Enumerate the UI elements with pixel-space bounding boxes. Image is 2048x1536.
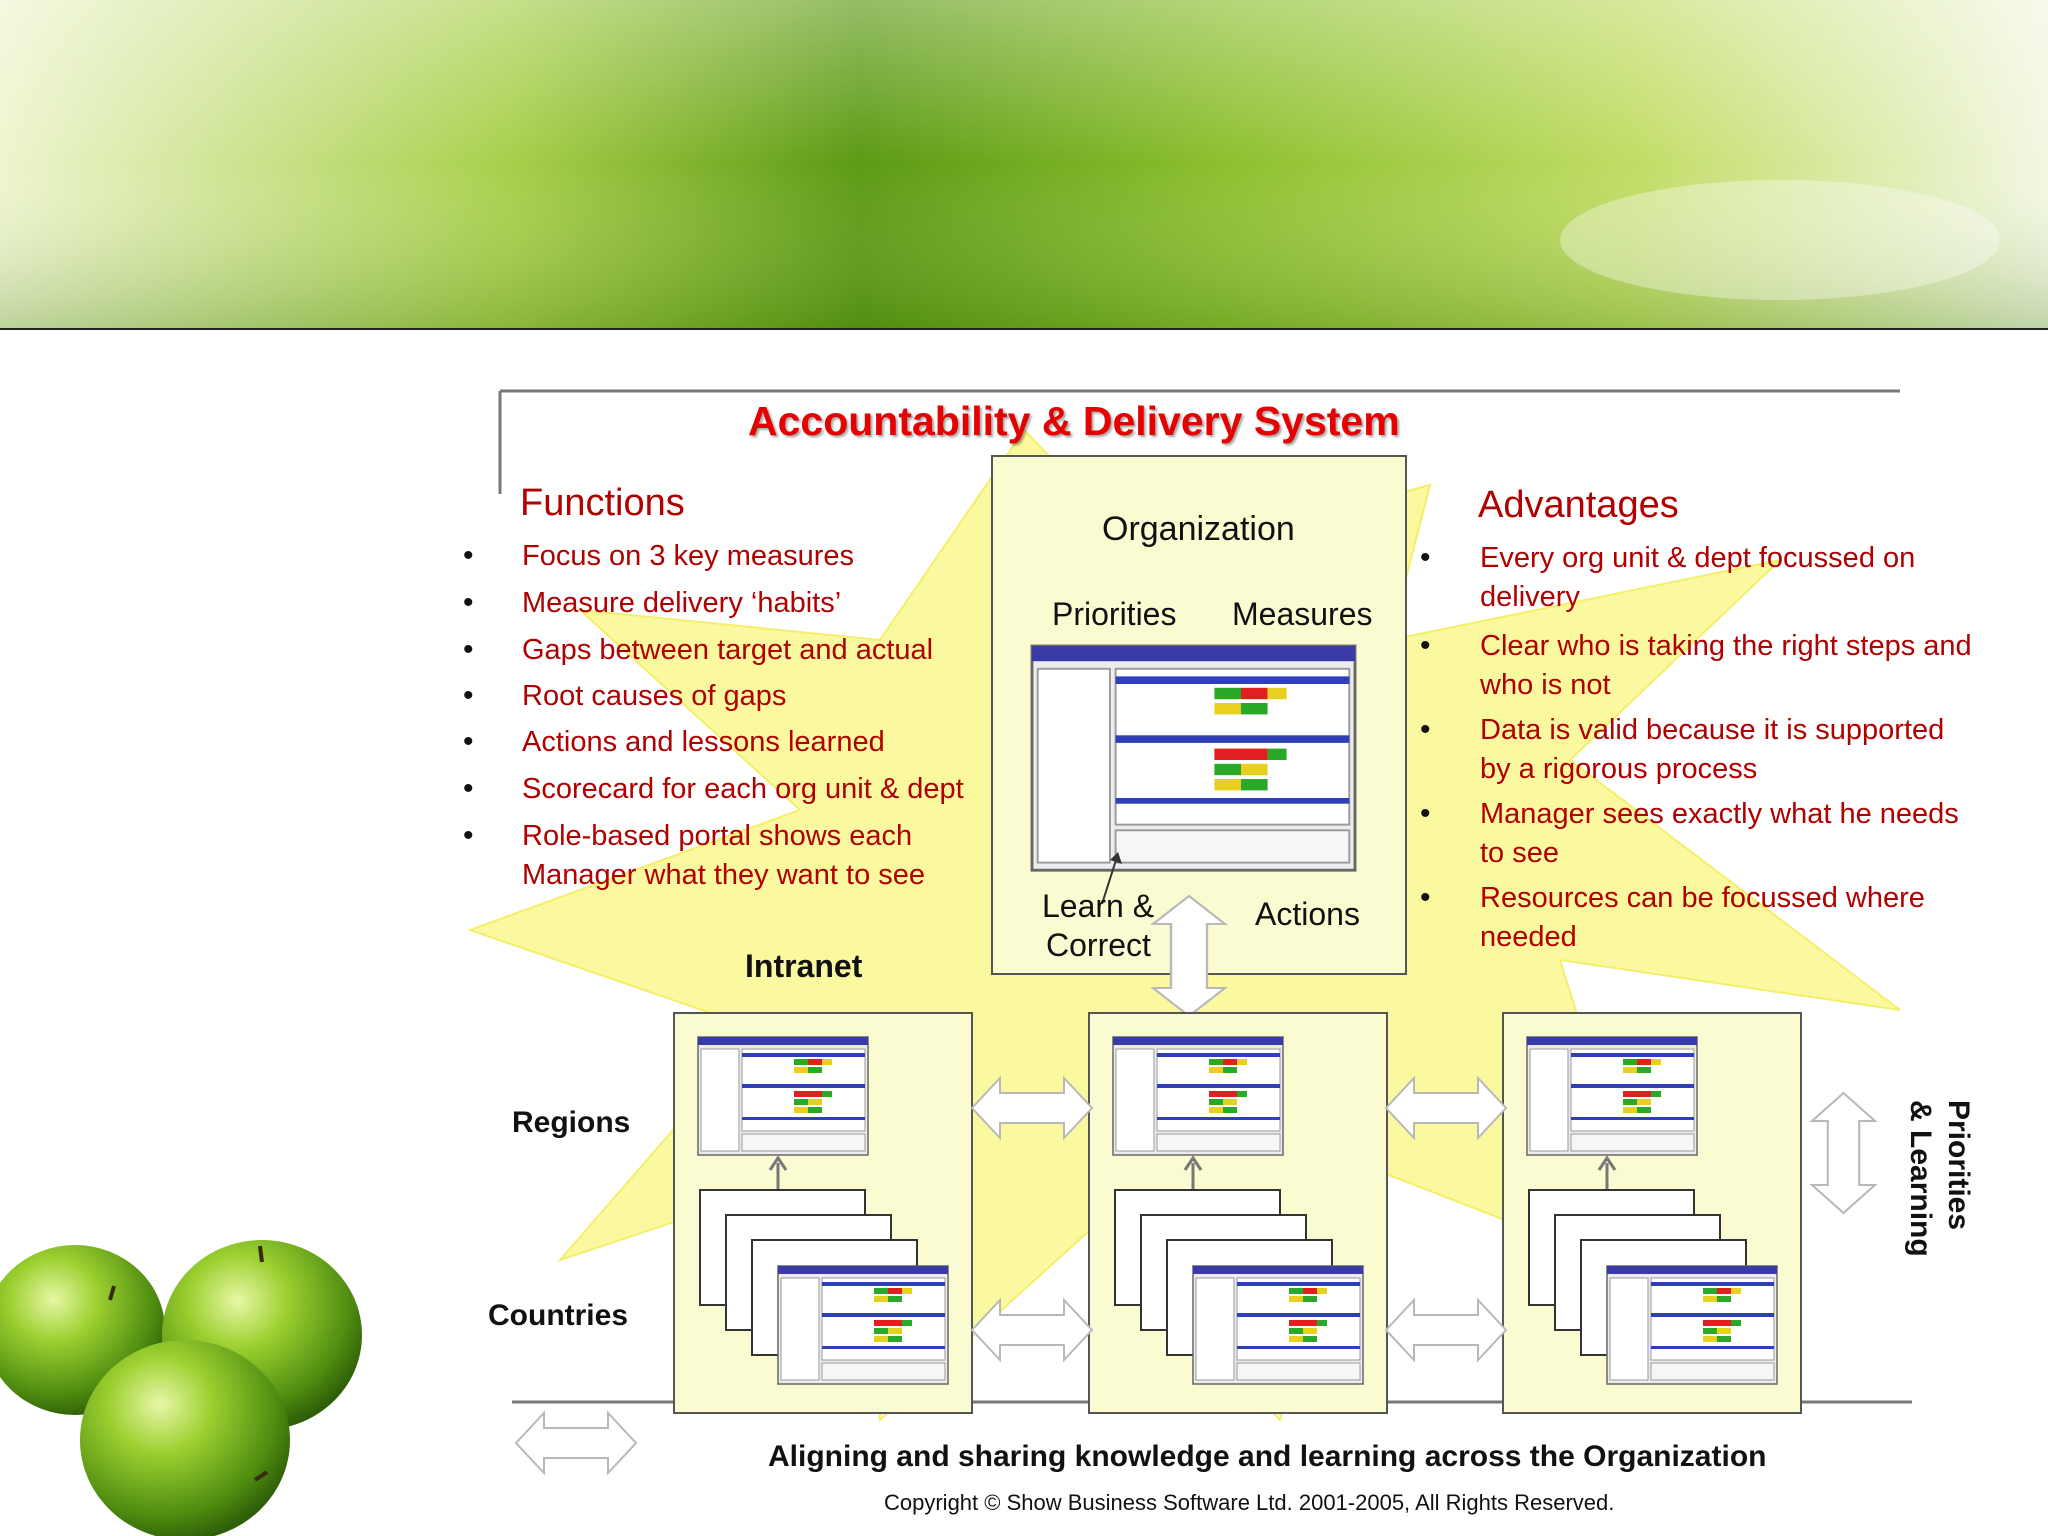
actions-label: Actions <box>1255 896 1360 933</box>
advantages-bullet: • <box>1420 541 1431 575</box>
regions-label: Regions <box>512 1106 630 1140</box>
functions-item: Focus on 3 key measures <box>522 537 854 576</box>
functions-item: Role-based portal shows each Manager wha… <box>522 817 925 895</box>
functions-bullet: • <box>463 725 474 759</box>
learn-correct-label-2: Correct <box>1046 927 1151 964</box>
functions-bullet: • <box>463 633 474 667</box>
advantages-item: Clear who is taking the right steps and … <box>1480 627 1972 705</box>
countries-arrow-2 <box>1386 1300 1506 1360</box>
legend-arrow <box>516 1413 636 1473</box>
functions-bullet: • <box>463 679 474 713</box>
advantages-bullet: • <box>1420 797 1431 831</box>
aligning-caption: Aligning and sharing knowledge and learn… <box>768 1440 1766 1474</box>
functions-bullet: • <box>463 819 474 853</box>
copyright-text: Copyright © Show Business Software Ltd. … <box>884 1490 1614 1516</box>
functions-item: Scorecard for each org unit & dept <box>522 770 964 809</box>
priorities-learning-arrow <box>1812 1093 1875 1213</box>
learn-correct-label-1: Learn & <box>1042 888 1154 925</box>
functions-item: Actions and lessons learned <box>522 723 885 762</box>
intranet-label: Intranet <box>745 948 862 985</box>
advantages-item: Every org unit & dept focussed on delive… <box>1480 539 1915 617</box>
advantages-bullet: • <box>1420 629 1431 663</box>
advantages-heading: Advantages <box>1478 484 1679 527</box>
measures-label: Measures <box>1232 596 1373 633</box>
functions-heading: Functions <box>520 482 685 525</box>
functions-bullet: • <box>463 539 474 573</box>
countries-label: Countries <box>488 1299 628 1333</box>
advantages-item: Manager sees exactly what he needs to se… <box>1480 795 1959 873</box>
diagram-title: Accountability & Delivery System <box>748 398 1400 445</box>
functions-item: Measure delivery ‘habits’ <box>522 584 841 623</box>
advantages-bullet: • <box>1420 713 1431 747</box>
advantages-bullet: • <box>1420 881 1431 915</box>
functions-bullet: • <box>463 586 474 620</box>
advantages-item: Resources can be focussed where needed <box>1480 879 1925 957</box>
functions-item: Root causes of gaps <box>522 677 786 716</box>
functions-bullet: • <box>463 772 474 806</box>
priorities-learning-label: Priorities & Learning <box>1895 1100 1985 1260</box>
priorities-label: Priorities <box>1052 596 1176 633</box>
functions-item: Gaps between target and actual <box>522 631 933 670</box>
organization-label: Organization <box>1102 510 1295 549</box>
advantages-item: Data is valid because it is supported by… <box>1480 711 1944 789</box>
